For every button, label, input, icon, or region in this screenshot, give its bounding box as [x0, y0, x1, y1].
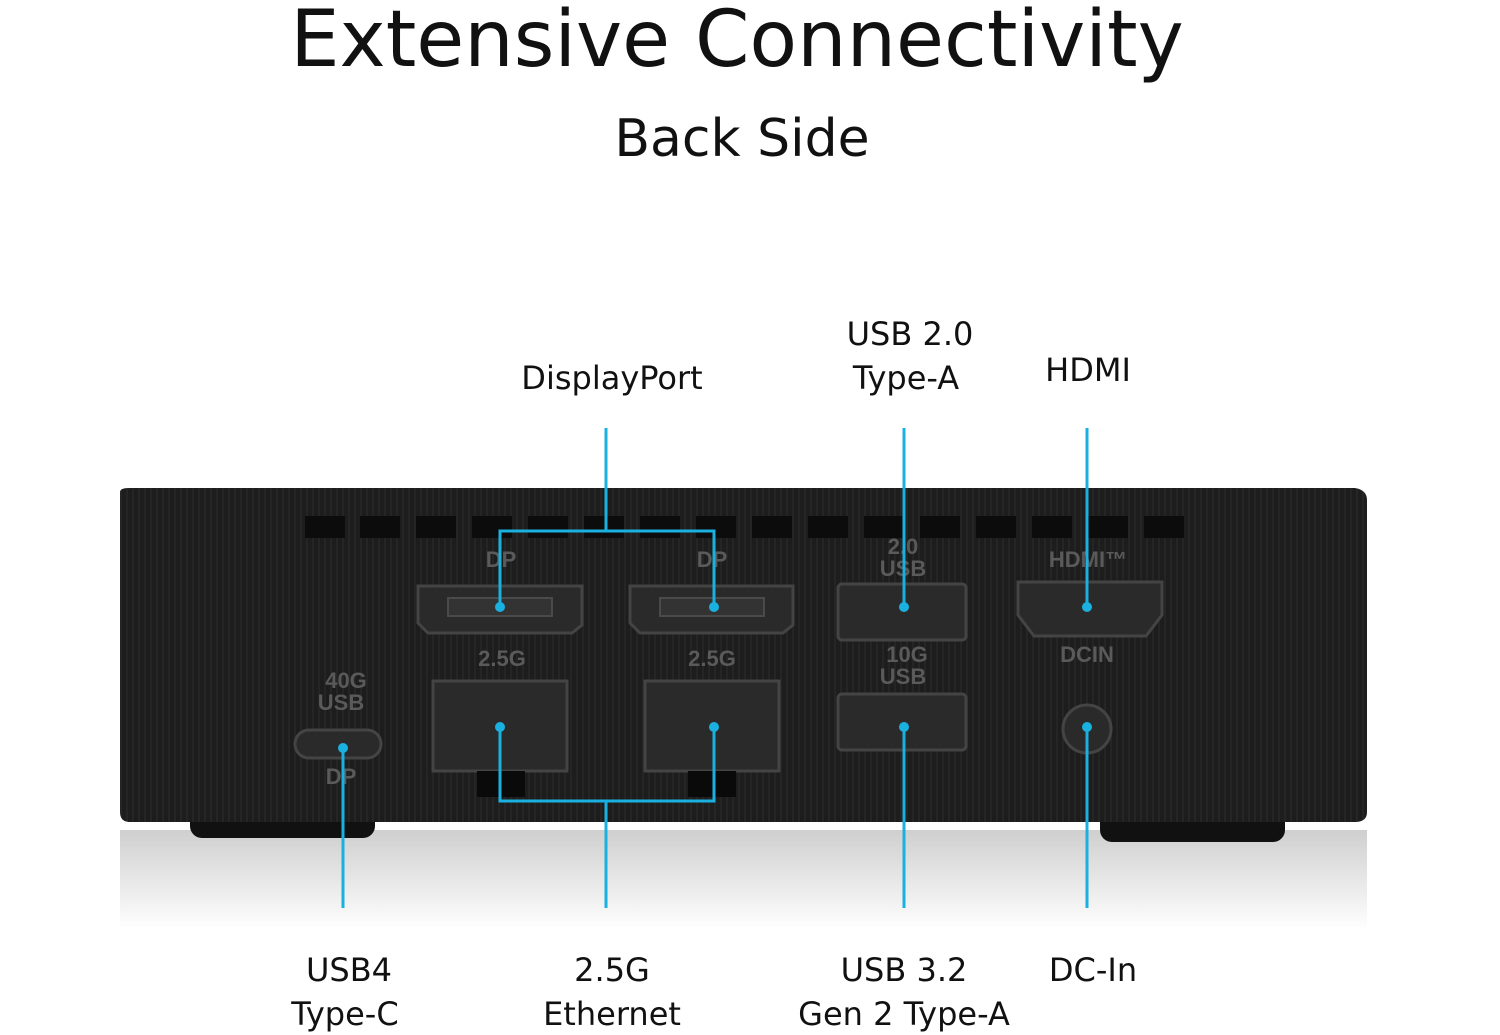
page-title: Extensive Connectivity: [290, 0, 1183, 85]
label-usb32-line1: USB 3.2: [841, 951, 968, 989]
label-usb4-line2: Type-C: [290, 995, 398, 1033]
mini-pc-back-panel: DP DP 2.0 USB HDMI™ 2.5G 2.5G 10G USB DC…: [120, 488, 1367, 822]
marking-dp-2: DP: [697, 547, 728, 572]
label-usb4-line1: USB4: [306, 951, 392, 989]
label-usb20-line2: Type-A: [852, 359, 959, 397]
callout-lines: [338, 428, 1092, 908]
marking-eth-2: 2.5G: [688, 646, 736, 671]
callout-ethernet: [498, 727, 716, 908]
marking-usb4-dp: DP: [326, 764, 357, 789]
page-subtitle: Back Side: [614, 109, 869, 169]
label-ethernet-line1: 2.5G: [574, 951, 650, 989]
label-usb20-line1: USB 2.0: [847, 315, 974, 353]
label-dcin: DC-In: [1049, 951, 1137, 989]
marking-usb4-speed: 40G: [325, 668, 367, 693]
callout-displayport: [498, 428, 716, 607]
usb4-type-c-port: [293, 728, 383, 760]
marking-eth-1: 2.5G: [478, 646, 526, 671]
label-displayport: DisplayPort: [521, 359, 702, 397]
marking-usb10g-speed: 10G: [886, 642, 928, 667]
marking-usb4: USB: [318, 690, 364, 715]
marking-dcin: DCIN: [1060, 642, 1114, 667]
label-usb32-line2: Gen 2 Type-A: [798, 995, 1010, 1033]
label-ethernet-line2: Ethernet: [543, 995, 681, 1033]
label-hdmi: HDMI: [1045, 351, 1131, 389]
device-reflection: [120, 830, 1367, 930]
usb-3-2-port: [836, 692, 968, 752]
marking-usb10g: USB: [880, 664, 926, 689]
usb-2-0-port: [836, 582, 968, 642]
